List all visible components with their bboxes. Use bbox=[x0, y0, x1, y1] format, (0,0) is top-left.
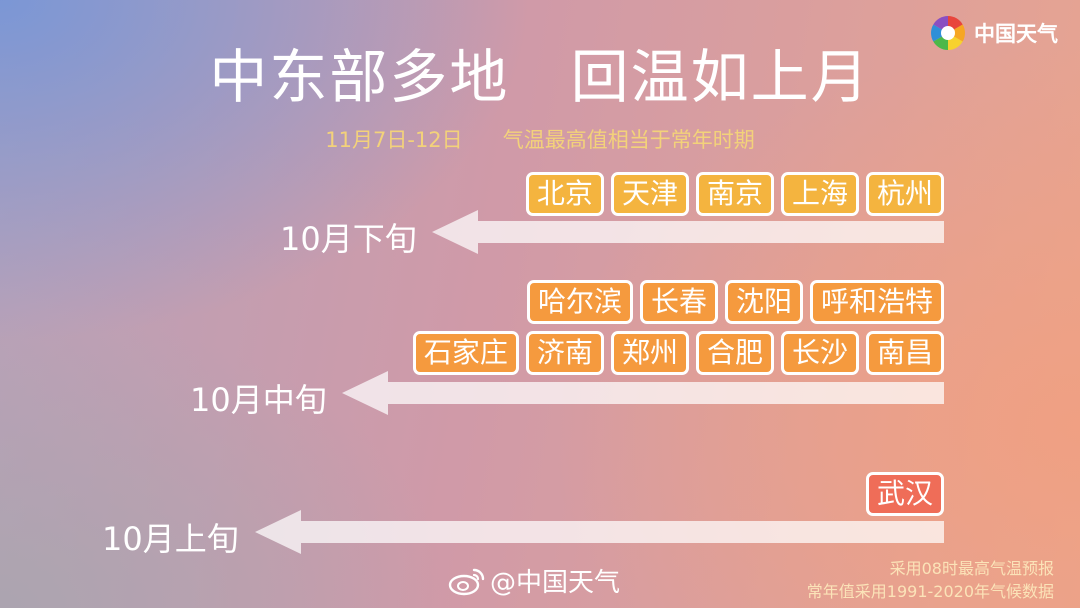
watermark-text: @中国天气 bbox=[490, 568, 621, 598]
note-line-1: 采用08时最高气温预报 bbox=[889, 559, 1054, 578]
city-tag: 合肥 bbox=[695, 331, 774, 375]
city-row-mid-oct-1: 哈尔滨 长春 沈阳 呼和浩特 bbox=[526, 280, 944, 324]
city-tag: 长沙 bbox=[780, 331, 859, 375]
period-label: 10月下旬 bbox=[280, 220, 417, 258]
period-label: 10月上旬 bbox=[102, 520, 239, 558]
period-label: 10月中旬 bbox=[190, 381, 327, 419]
city-tag: 武汉 bbox=[865, 472, 944, 516]
logo-text: 中国天气 bbox=[974, 22, 1058, 46]
city-tag: 沈阳 bbox=[724, 280, 803, 324]
pinwheel-logo-icon bbox=[931, 16, 965, 50]
city-tag: 南昌 bbox=[865, 331, 944, 375]
city-tag: 呼和浩特 bbox=[809, 280, 944, 324]
city-tag: 北京 bbox=[525, 172, 604, 216]
brand-logo: 中国天气 bbox=[928, 12, 1058, 54]
city-tag: 哈尔滨 bbox=[526, 280, 633, 324]
city-tag: 上海 bbox=[780, 172, 859, 216]
city-tag: 杭州 bbox=[865, 172, 944, 216]
city-tag: 济南 bbox=[525, 331, 604, 375]
city-row-late-oct: 北京 天津 南京 上海 杭州 bbox=[525, 172, 944, 216]
page-title: 中东部多地 回温如上月 bbox=[209, 43, 871, 111]
weibo-icon bbox=[448, 568, 485, 595]
note-line-2: 常年值采用1991-2020年气候数据 bbox=[806, 582, 1054, 601]
city-row-early-oct: 武汉 bbox=[865, 472, 944, 516]
city-row-mid-oct-2: 石家庄 济南 郑州 合肥 长沙 南昌 bbox=[412, 331, 944, 375]
page-subtitle: 11月7日-12日 气温最高值相当于常年时期 bbox=[325, 128, 755, 152]
city-tag: 南京 bbox=[695, 172, 774, 216]
city-tag: 天津 bbox=[610, 172, 689, 216]
left-arrow bbox=[255, 510, 944, 554]
left-arrow bbox=[432, 210, 944, 254]
left-arrow bbox=[342, 371, 944, 415]
city-tag: 郑州 bbox=[610, 331, 689, 375]
city-tag: 长春 bbox=[639, 280, 718, 324]
weibo-watermark: @中国天气 bbox=[448, 562, 620, 599]
city-tag: 石家庄 bbox=[412, 331, 519, 375]
